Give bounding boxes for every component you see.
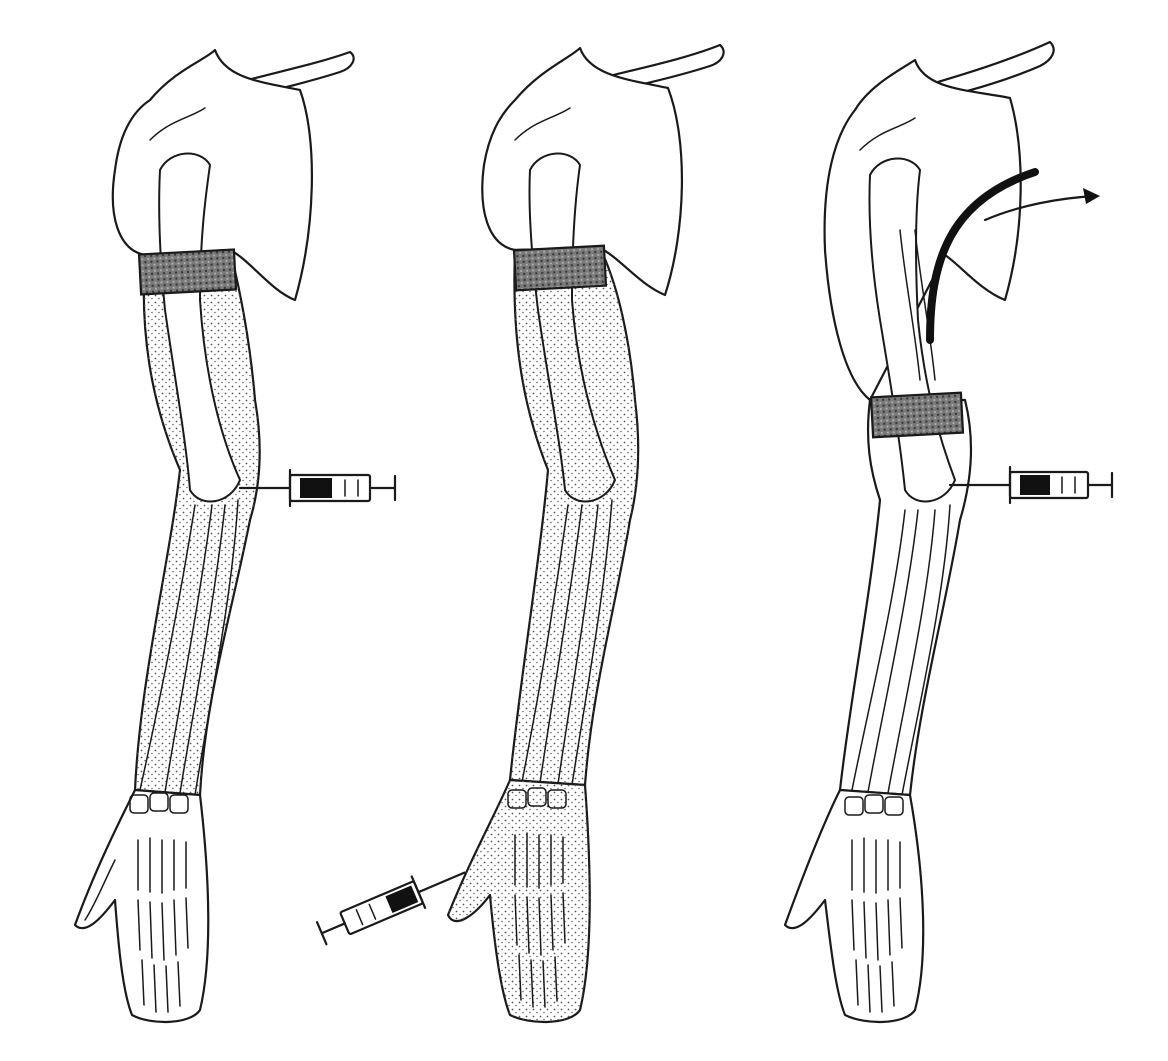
hand [785, 790, 923, 1022]
flow-arrowhead [1083, 188, 1100, 204]
panel-1 [75, 50, 395, 1022]
hand-shading [448, 780, 590, 1022]
tourniquet-cuff [871, 393, 963, 438]
panel-3 [785, 42, 1112, 1022]
syringe-hand [315, 857, 471, 949]
shoulder [825, 60, 1021, 400]
tourniquet-cuff [139, 250, 236, 295]
syringe-elbow [240, 470, 395, 506]
tourniquet-cuff [514, 246, 606, 291]
panel-2 [315, 45, 724, 1022]
syringe-elbow [950, 467, 1112, 503]
hand [75, 790, 208, 1022]
